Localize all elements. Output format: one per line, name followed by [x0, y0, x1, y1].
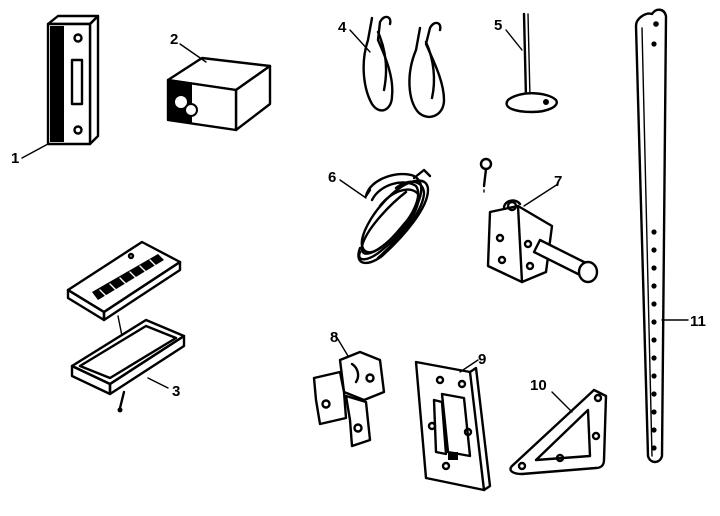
push-button-icon: [21, 14, 100, 159]
part-label-10: 10: [530, 377, 547, 394]
header-bracket-icon: [414, 359, 492, 492]
part-label-11: 11: [690, 313, 706, 330]
door-bracket-icon: [479, 157, 599, 284]
part-label-6: 6: [328, 169, 336, 186]
part-label-9: 9: [478, 351, 486, 368]
angle-bracket-icon: [312, 335, 386, 448]
transmitter-case-icon: [66, 240, 186, 413]
part-label-5: 5: [494, 17, 502, 34]
part-label-1: 1: [11, 150, 19, 167]
battery-icon: [166, 43, 272, 132]
part-label-4: 4: [338, 19, 347, 36]
hook-clips-icon: [349, 15, 446, 119]
wire-coil-icon: [339, 168, 432, 265]
perforated-strap-icon: [634, 8, 689, 464]
part-label-7: 7: [554, 173, 562, 190]
strap-holes: [651, 21, 659, 451]
part-label-2: 2: [170, 31, 178, 48]
pull-cord-icon: [505, 12, 558, 114]
triangle-bracket-icon: [509, 388, 608, 476]
part-label-3: 3: [172, 383, 180, 400]
part-label-8: 8: [330, 329, 338, 346]
